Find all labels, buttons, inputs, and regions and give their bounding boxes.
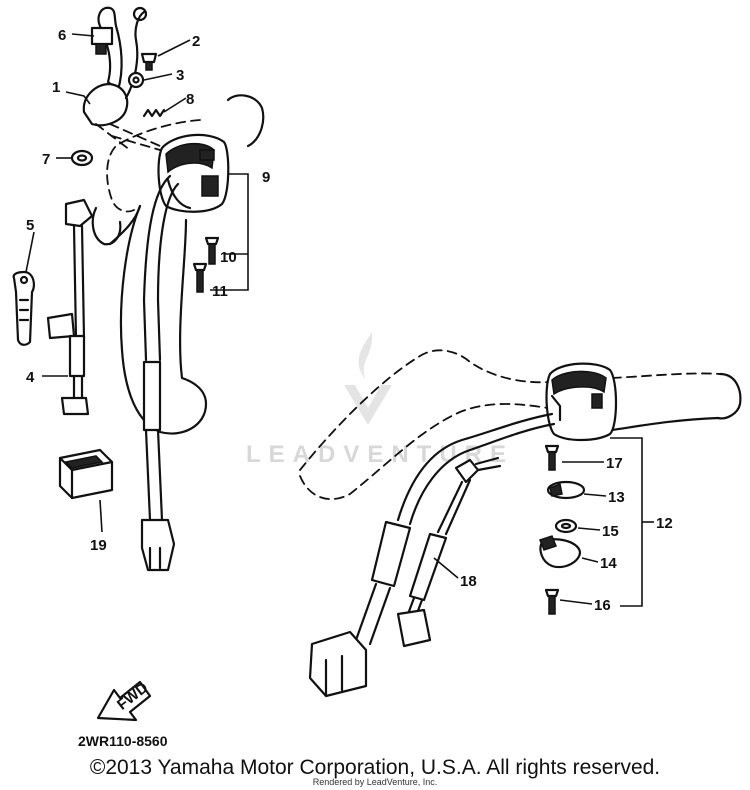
nut-3 [127, 71, 145, 89]
relay-19 [58, 448, 114, 500]
callout-3: 3 [176, 67, 184, 84]
right-handlebar-assembly [299, 349, 742, 698]
callout-7: 7 [42, 151, 50, 168]
washer-7 [70, 149, 94, 167]
callouts: 1 2 3 4 5 6 7 8 9 10 11 12 13 14 15 16 1… [26, 27, 673, 614]
pivot-bolt [90, 26, 114, 46]
callout-6: 6 [58, 27, 66, 44]
callout-19: 19 [90, 537, 107, 554]
clutch-lever-bracket [82, 82, 129, 127]
left-bar-dashed-outline [106, 119, 201, 213]
callout-13: 13 [608, 489, 625, 506]
callout-15: 15 [602, 523, 619, 540]
left-handlebar-tube [119, 204, 208, 435]
callout-14: 14 [600, 555, 617, 572]
right-grip [610, 372, 742, 432]
callout-1: 1 [52, 79, 60, 96]
screw-10 [204, 236, 220, 246]
callout-2: 2 [192, 33, 200, 50]
right-grip-dashed [611, 372, 721, 379]
left-harness-connector [140, 518, 176, 572]
right-harness-connector [308, 630, 368, 698]
fwd-arrow-icon: FWD [96, 679, 151, 722]
callout-5: 5 [26, 217, 34, 234]
left-harness-wire [142, 174, 172, 362]
flame-icon [358, 332, 373, 380]
copyright-notice: ©2013 Yamaha Motor Corporation, U.S.A. A… [89, 756, 661, 779]
diagram-code: 2WR110-8560 [78, 733, 168, 749]
callout-12: 12 [656, 515, 673, 532]
right-harness-wire [396, 412, 554, 522]
key-5 [12, 270, 35, 346]
callout-4: 4 [26, 369, 35, 386]
callout-8: 8 [186, 91, 194, 108]
start-button-icon [591, 393, 603, 409]
right-bar-dashed-upper [299, 349, 551, 471]
screw-16 [544, 588, 560, 598]
callout-16: 16 [594, 597, 611, 614]
callout-18: 18 [460, 573, 477, 590]
callout-11: 11 [212, 283, 228, 300]
callout-9: 9 [262, 169, 270, 186]
clutch-switch-connector [46, 312, 76, 340]
right-bar-dashed-lower [299, 403, 549, 501]
clutch-switch [64, 198, 94, 228]
screw-2 [140, 52, 158, 64]
switch-toggle-icon [201, 175, 219, 197]
leader-lines [25, 33, 654, 607]
left-handlebar-assembly [12, 6, 265, 572]
brake-switch-plug [396, 608, 432, 648]
callout-10: 10 [220, 249, 237, 266]
switch-button-icon [199, 149, 215, 161]
clutch-switch-plug [60, 396, 90, 416]
left-grip [226, 94, 265, 148]
callout-17: 17 [606, 455, 623, 472]
rendered-by-notice: Rendered by LeadVenture, Inc. [312, 777, 438, 787]
spring-8 [142, 108, 166, 118]
screw-17 [544, 444, 560, 454]
screw-11 [192, 262, 208, 272]
washer-15 [554, 518, 578, 534]
leadventure-logo-icon [344, 385, 392, 425]
